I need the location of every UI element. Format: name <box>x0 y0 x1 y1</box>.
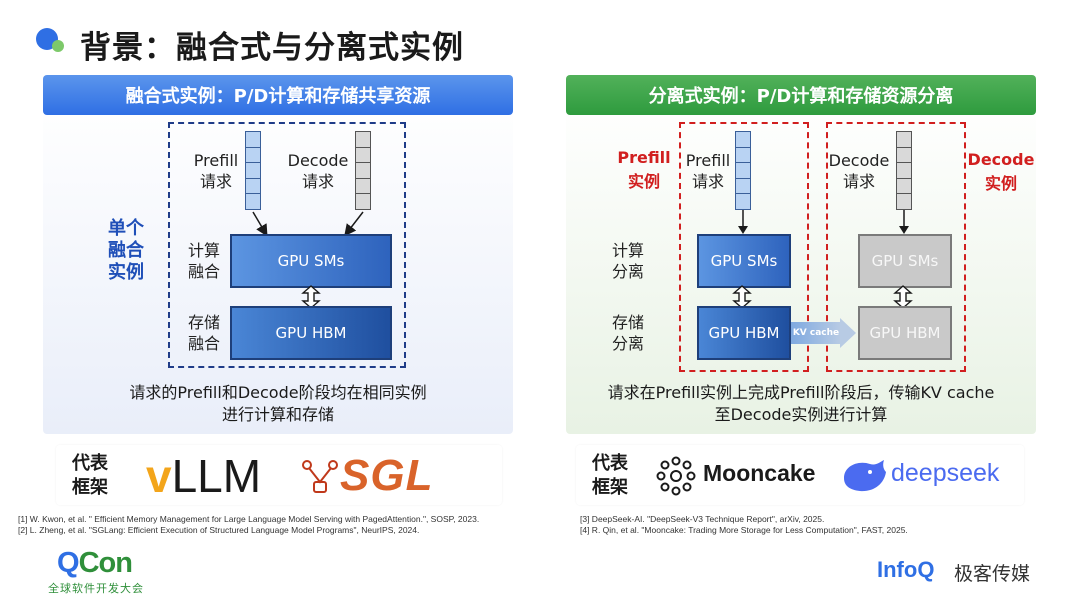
decode-gpu-sms-box: GPU SMs <box>858 234 952 288</box>
sgl-logo-icon <box>302 460 338 493</box>
right-prefill-queue-icon <box>735 131 751 210</box>
mooncake-logo-text: Mooncake <box>703 460 816 486</box>
gpu-hbm-box: GPU HBM <box>230 306 392 360</box>
qcon-logo: QCon <box>57 547 133 580</box>
left-framework-label: 代表 框架 <box>72 453 108 498</box>
right-decode-request-label: Decode 请求 <box>828 151 890 191</box>
prefill-instance-label: Prefill 实例 <box>617 148 671 191</box>
right-caption: 请求在Prefill实例上完成Prefill阶段后，传输KV cache 至De… <box>607 383 995 424</box>
decode-gpu-hbm-box: GPU HBM <box>858 306 952 360</box>
footer <box>0 544 1080 601</box>
infoq-cn-text: 极客传媒 <box>954 563 1031 585</box>
request-arrows <box>252 211 364 237</box>
decode-request-queue-icon <box>355 131 371 210</box>
storage-fused-label: 存储 融合 <box>187 313 220 353</box>
single-fused-instance-label: 单个 融合 实例 <box>108 218 144 283</box>
vllm-logo-v: v <box>146 450 172 502</box>
decode-instance-boundary <box>826 122 966 372</box>
kv-cache-transfer-arrow: KV cache <box>791 322 841 344</box>
right-framework-box <box>576 445 1024 505</box>
page-title: 背景：融合式与分离式实例 <box>80 30 464 66</box>
right-prefill-request-label: Prefill 请求 <box>685 151 731 191</box>
infoq-logo: InfoQ <box>877 557 935 582</box>
right-framework-label: 代表 框架 <box>592 453 628 498</box>
left-framework-box <box>56 445 502 505</box>
storage-disagg-label: 存储 分离 <box>611 313 644 353</box>
prefill-gpu-hbm-box: GPU HBM <box>697 306 791 360</box>
reference-2: [2] L. Zheng, et al. "SGLang: Efficient … <box>18 525 420 535</box>
prefill-gpu-sms-box: GPU SMs <box>697 234 791 288</box>
reference-3: [3] DeepSeek-AI. "DeepSeek-V3 Technique … <box>580 514 825 524</box>
left-caption: 请求的Prefill和Decode阶段均在相同实例 进行计算和存储 <box>129 383 427 424</box>
prefill-request-queue-icon <box>245 131 261 210</box>
prefill-request-label: Prefill 请求 <box>193 151 239 191</box>
decode-request-label: Decode 请求 <box>287 151 349 191</box>
kv-cache-arrow-head-icon <box>840 318 856 348</box>
qcon-subtitle: 全球软件开发大会 <box>48 582 144 595</box>
decode-to-sms-arrow-icon <box>344 211 364 237</box>
deepseek-whale-icon <box>844 460 886 492</box>
vllm-logo-text: LLM <box>171 450 262 502</box>
deepseek-logo-text: deepseek <box>891 459 1000 487</box>
sgl-logo-text: SGL <box>340 451 434 500</box>
fused-instance-boundary <box>168 122 406 368</box>
prefill-down-arrow-icon <box>738 210 748 234</box>
title-bullet-accent-icon <box>52 40 64 52</box>
qcon-logo-q: Q <box>57 547 80 579</box>
prefill-to-sms-arrow-icon <box>252 211 268 237</box>
right-panel-header: 分离式实例：P/D计算和存储资源分离 <box>566 75 1036 115</box>
reference-1: [1] W. Kwon, et al. " Efficient Memory M… <box>18 514 480 524</box>
right-panel <box>566 98 1036 434</box>
compute-fused-label: 计算 融合 <box>187 241 220 281</box>
compute-disagg-label: 计算 分离 <box>611 241 644 281</box>
decode-down-arrow-icon <box>899 210 909 234</box>
vllm-logo: vLLM <box>146 449 261 503</box>
left-panel-header: 融合式实例：P/D计算和存储共享资源 <box>43 75 513 115</box>
right-decode-queue-icon <box>896 131 912 210</box>
reference-4: [4] R. Qin, et al. "Mooncake: Trading Mo… <box>580 525 908 535</box>
qcon-logo-rest: Con <box>78 547 133 579</box>
prefill-instance-boundary <box>679 122 809 372</box>
decode-instance-label: Decode 实例 <box>967 150 1035 193</box>
mooncake-logo-icon <box>656 456 696 496</box>
gpu-sms-box: GPU SMs <box>230 234 392 288</box>
